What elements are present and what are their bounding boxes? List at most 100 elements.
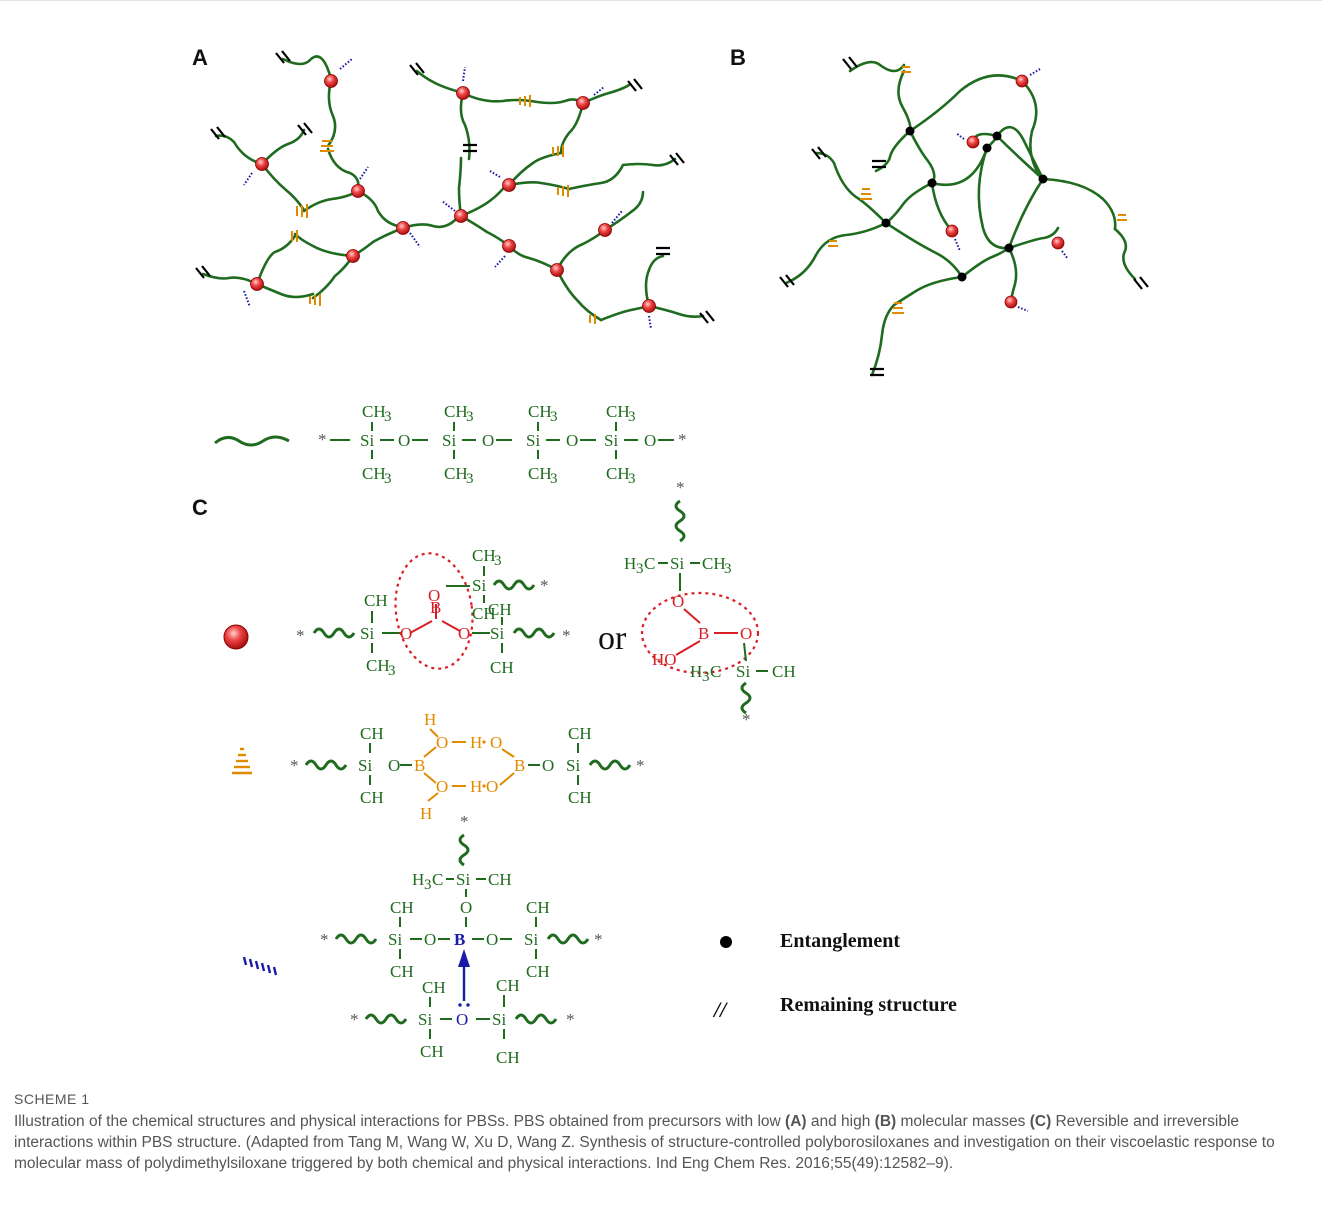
panel-b-hydrogen-bond-markers	[828, 66, 1127, 314]
svg-text:H: H	[420, 804, 432, 823]
svg-text:O: O	[460, 898, 472, 917]
svg-text:Si: Si	[472, 576, 486, 595]
oxygen-4: O	[644, 431, 656, 450]
svg-text:3: 3	[384, 471, 392, 487]
svg-text:CH: CH	[490, 658, 514, 677]
svg-text:CH: CH	[364, 591, 388, 610]
panel-b-dative-markers	[954, 68, 1069, 312]
legend: Entanglement // Remaining structure	[712, 930, 957, 1022]
svg-text:CH: CH	[472, 604, 496, 623]
svg-text:CH: CH	[528, 464, 552, 483]
svg-text:*: *	[594, 930, 603, 949]
pdms-chain-legend: * CH 3 Si CH 3 O CH 3 Si CH 3 O CH	[214, 402, 687, 487]
panel-b-network	[784, 60, 1137, 377]
svg-text:Si: Si	[456, 870, 470, 889]
svg-text:O: O	[542, 756, 554, 775]
svg-text:C: C	[644, 554, 655, 573]
svg-text:3: 3	[636, 561, 644, 577]
svg-text:Si: Si	[492, 1010, 506, 1029]
caption-label: SCHEME 1	[14, 1091, 90, 1107]
svg-text:3: 3	[628, 409, 636, 425]
panel-a-dative-markers	[243, 58, 652, 330]
or-label: or	[598, 620, 627, 657]
svg-text:3: 3	[466, 409, 474, 425]
dative-bond-symbol	[242, 956, 278, 976]
svg-text:B: B	[454, 930, 465, 949]
svg-text:3: 3	[424, 877, 432, 893]
svg-text:O: O	[436, 777, 448, 796]
chain-symbol	[214, 435, 290, 447]
svg-text:O: O	[428, 586, 440, 605]
silicon-3: Si	[526, 431, 540, 450]
pdms-formula: * CH 3 Si CH 3 O CH 3 Si CH 3 O CH	[318, 402, 687, 487]
svg-text:CH: CH	[366, 656, 390, 675]
svg-text:3: 3	[466, 471, 474, 487]
svg-text:*: *	[742, 710, 751, 729]
svg-text:CH: CH	[568, 724, 592, 743]
boronate-ester-structure-2: * H 3 C Si CH 3 O B O HO H 3 C	[624, 478, 796, 729]
svg-text:3: 3	[550, 409, 558, 425]
svg-text:*: *	[350, 1010, 359, 1029]
svg-text:O: O	[388, 756, 400, 775]
silicon-2: Si	[442, 431, 456, 450]
dative-arrow-icon	[458, 949, 470, 967]
svg-text:O: O	[456, 1010, 468, 1029]
oxygen-2: O	[482, 431, 494, 450]
svg-text:O: O	[436, 733, 448, 752]
svg-text:B: B	[698, 624, 709, 643]
svg-text:CH: CH	[606, 464, 630, 483]
panel-a-network	[201, 55, 705, 322]
svg-text:*: *	[562, 626, 571, 645]
hydrogen-bond-structure: * CH Si CH O B H O H O O H O H B	[290, 710, 645, 823]
svg-text:*: *	[460, 812, 469, 831]
boronate-ester-structure-1: * CH Si CH 3 O O B O CH 3 Si	[296, 546, 571, 679]
svg-text:3: 3	[702, 669, 710, 685]
hydrogen-bond-symbol	[232, 747, 252, 775]
svg-text:CH: CH	[362, 464, 386, 483]
svg-text:CH: CH	[606, 402, 630, 421]
svg-text:CH: CH	[568, 788, 592, 807]
entanglement-dot-icon	[720, 936, 732, 948]
svg-text:CH: CH	[496, 976, 520, 995]
panel-a-boronate-nodes	[250, 74, 656, 313]
svg-text:CH: CH	[360, 724, 384, 743]
svg-text:CH: CH	[472, 546, 496, 565]
svg-text:Si: Si	[388, 930, 402, 949]
svg-text:O: O	[672, 592, 684, 611]
svg-text:CH: CH	[528, 402, 552, 421]
svg-text:O: O	[458, 624, 470, 643]
remaining-structure-symbol: //	[712, 997, 728, 1022]
oxygen-1: O	[398, 431, 410, 450]
svg-text:CH: CH	[420, 1042, 444, 1061]
svg-text:CH: CH	[390, 962, 414, 981]
svg-text:Si: Si	[418, 1010, 432, 1029]
svg-text:H: H	[470, 733, 482, 752]
svg-text:CH: CH	[360, 788, 384, 807]
panel-label-a: A	[192, 45, 208, 70]
svg-text:H: H	[690, 662, 702, 681]
svg-text:CH: CH	[488, 870, 512, 889]
svg-text:Si: Si	[670, 554, 684, 573]
svg-text:Si: Si	[524, 930, 538, 949]
svg-text:HO: HO	[652, 650, 677, 669]
svg-text:B: B	[414, 756, 425, 775]
panel-label-c: C	[192, 495, 208, 520]
svg-text:H: H	[424, 710, 436, 729]
panel-a-chain-ends	[195, 50, 715, 324]
oxygen-3: O	[566, 431, 578, 450]
boronate-ester-symbol	[223, 624, 249, 650]
svg-text:CH: CH	[422, 978, 446, 997]
svg-text:CH: CH	[526, 962, 550, 981]
svg-text:Si: Si	[566, 756, 580, 775]
svg-text:C: C	[710, 662, 721, 681]
svg-text:*: *	[676, 478, 685, 497]
caption-text: Illustration of the chemical structures …	[14, 1113, 1275, 1172]
svg-text:CH: CH	[390, 898, 414, 917]
svg-text:*: *	[296, 626, 305, 645]
panel-b-chain-ends	[779, 56, 1149, 377]
svg-text:O: O	[486, 930, 498, 949]
svg-text:CH: CH	[526, 898, 550, 917]
svg-text:O: O	[486, 777, 498, 796]
svg-text:*: *	[566, 1010, 575, 1029]
svg-text:O: O	[740, 624, 752, 643]
